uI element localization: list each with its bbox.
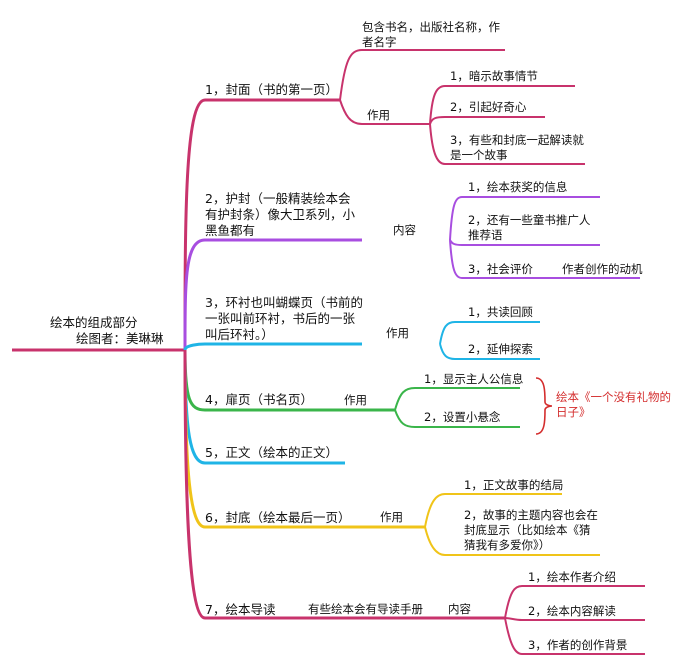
cover-function-3: 3，有些和封底一起解读就是一个故事 <box>450 133 584 162</box>
guide-item-2-line <box>504 617 645 621</box>
guide-item-3: 3，作者的创作背景 <box>528 638 628 652</box>
cover-function-line <box>339 99 430 125</box>
guide-item-1: 1，绘本作者介绍 <box>528 570 616 584</box>
note-bracket <box>535 377 553 435</box>
back-cover-function-label: 作用 <box>380 510 403 524</box>
branch-line-back-cover <box>183 349 425 529</box>
title-page-item-1: 1，显示主人公信息 <box>424 372 524 386</box>
root-title: 绘本的组成部分 <box>50 315 138 330</box>
title-page-function-label: 作用 <box>344 393 367 407</box>
guide-content-label: 内容 <box>448 602 471 616</box>
branch-title-page-label: 4，扉页（书名页） <box>205 392 313 407</box>
title-page-item-2-line <box>394 409 520 428</box>
root-author: 绘图者：美琳琳 <box>76 331 164 346</box>
cover-function-label: 作用 <box>367 108 390 122</box>
cover-fn-2-line <box>429 116 545 125</box>
endpaper-item-2: 2，延伸探索 <box>468 342 533 356</box>
jacket-item-3: 3，社会评价 <box>468 262 533 276</box>
endpaper-item-2-line <box>439 343 540 360</box>
title-page-note: 绘本《一个没有礼物的日子》 <box>556 390 671 419</box>
guide-item-1-line <box>504 585 645 619</box>
back-cover-item-1-line <box>424 493 562 528</box>
endpaper-item-1-line <box>439 321 540 345</box>
back-cover-item-1: 1，正文故事的结局 <box>464 478 564 492</box>
branch-jacket-label: 2，护封（一般精装绘本会有护封条）像大卫系列，小黑鱼都有 <box>205 191 356 238</box>
jacket-item-1: 1，绘本获奖的信息 <box>468 180 568 194</box>
endpaper-function-label: 作用 <box>386 326 409 340</box>
guide-item-2: 2，绘本内容解读 <box>528 604 616 618</box>
guide-item-3-line <box>504 617 645 655</box>
title-page-item-1-line <box>394 387 520 411</box>
endpaper-item-1: 1，共读回顾 <box>468 305 533 319</box>
jacket-content-label: 内容 <box>393 223 416 237</box>
cover-function-2: 2，引起好奇心 <box>450 100 527 114</box>
cover-info-line <box>339 49 505 101</box>
jacket-item-2: 2，还有一些童书推广人推荐语 <box>468 213 591 242</box>
back-cover-item-2-line <box>424 526 600 556</box>
back-cover-item-2: 2，故事的主题内容也会在封底显示（比如绘本《猜猜我有多爱你》） <box>464 508 598 552</box>
cover-fn-1-line <box>429 85 575 125</box>
branch-guide-label: 7，绘本导读 <box>205 602 276 617</box>
cover-info: 包含书名，出版社名称，作者名字 <box>362 20 500 49</box>
title-page-item-2: 2，设置小悬念 <box>424 410 501 424</box>
branch-back-cover-label: 6，封底（绘本最后一页） <box>205 510 351 525</box>
jacket-item-4: 作者创作的动机 <box>562 262 643 276</box>
branch-line-guide <box>183 349 505 620</box>
guide-note: 有些绘本会有导读手册 <box>308 602 423 616</box>
jacket-item-1-line <box>449 196 600 241</box>
branch-line-jacket <box>183 238 362 351</box>
jacket-item-3-line <box>449 239 640 279</box>
branch-endpaper-label: 3，环衬也叫蝴蝶页（书前的一张叫前环衬，书后的一张叫后环衬。） <box>205 295 363 342</box>
branch-line-endpaper <box>183 342 362 351</box>
branch-cover-label: 1，封面（书的第一页） <box>205 82 338 97</box>
cover-function-1: 1，暗示故事情节 <box>450 69 538 83</box>
branch-body-label: 5，正文（绘本的正文） <box>205 445 338 460</box>
cover-fn-3-line <box>429 123 585 165</box>
